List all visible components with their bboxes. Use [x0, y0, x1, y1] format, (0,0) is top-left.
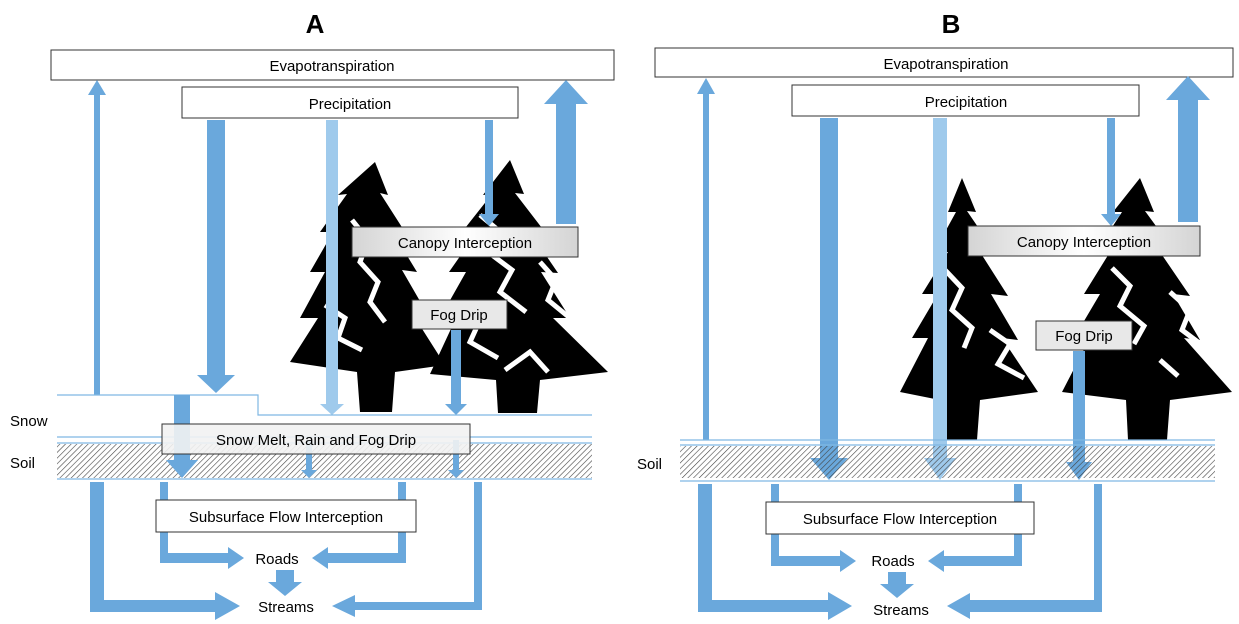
precipitation-label-a: Precipitation: [309, 96, 392, 113]
snow-melt-box-a: [161, 423, 471, 455]
evapotranspiration-label-b: Evapotranspiration: [883, 56, 1008, 73]
precipitation-box-b: [791, 84, 1140, 117]
tree-left-a: [290, 162, 445, 412]
tree-left-b: [900, 178, 1038, 440]
et-arrow-left-a: [88, 80, 106, 395]
canopy-interception-label-a: Canopy Interception: [398, 235, 532, 252]
soil-label-b: Soil: [637, 456, 662, 473]
subsurface-box-a: [155, 499, 417, 533]
panel-a-letter: A: [306, 9, 325, 39]
tree-right-a: [430, 160, 608, 413]
subsurface-box-b: [765, 501, 1035, 535]
precip-arrow-canopy-b: [1101, 118, 1121, 226]
roads-label-a: Roads: [255, 551, 298, 568]
soil-label-a: Soil: [10, 455, 35, 472]
evapotranspiration-box-b: [654, 47, 1234, 78]
precip-arrow-big-a: [197, 120, 235, 393]
canopy-interception-box-b: [967, 225, 1201, 257]
et-arrow-right-a: [544, 80, 588, 224]
precipitation-label-b: Precipitation: [925, 94, 1008, 111]
panel-b-letter: B: [942, 9, 961, 39]
roads-label-b: Roads: [871, 553, 914, 570]
precip-arrow-big-b: [810, 118, 848, 480]
et-arrow-left-b: [697, 78, 715, 440]
evapotranspiration-box-a: [50, 49, 615, 81]
snow-melt-label-a: Snow Melt, Rain and Fog Drip: [216, 432, 416, 449]
tree-right-b: [1062, 178, 1232, 440]
subsurface-flows-b: [698, 484, 1102, 620]
canopy-interception-box-a: [351, 226, 579, 258]
streams-label-b: Streams: [873, 602, 929, 619]
snowmelt-arrow-right-a: [448, 440, 464, 478]
streams-label-a: Streams: [258, 599, 314, 616]
fog-drip-label-b: Fog Drip: [1055, 328, 1113, 345]
evapotranspiration-label-a: Evapotranspiration: [269, 58, 394, 75]
canopy-interception-label-b: Canopy Interception: [1017, 234, 1151, 251]
fog-drip-arrow-a: [445, 330, 467, 415]
subsurface-flows-a: [90, 482, 482, 620]
soil-layer-b: [680, 446, 1215, 478]
et-arrow-right-b: [1166, 76, 1210, 222]
precip-arrow-mid-a: [320, 120, 344, 415]
snow-label-a: Snow: [10, 413, 48, 430]
fog-drip-label-a: Fog Drip: [430, 307, 488, 324]
precipitation-box-a: [181, 86, 519, 119]
panel-b: B Evapotranspiration Precipitation: [637, 9, 1234, 620]
panel-a: A Evapotranspiration Precipitation: [10, 9, 615, 620]
fog-drip-box-a: [411, 299, 508, 330]
subsurface-label-a: Subsurface Flow Interception: [189, 509, 383, 526]
snowmelt-arrow-mid-a: [301, 440, 317, 478]
precip-arrow-canopy-a: [479, 120, 499, 226]
subsurface-label-b: Subsurface Flow Interception: [803, 511, 997, 528]
precip-arrow-mid-b: [924, 118, 956, 480]
fog-drip-box-b: [1035, 320, 1133, 351]
fog-drip-arrow-b: [1066, 351, 1092, 480]
